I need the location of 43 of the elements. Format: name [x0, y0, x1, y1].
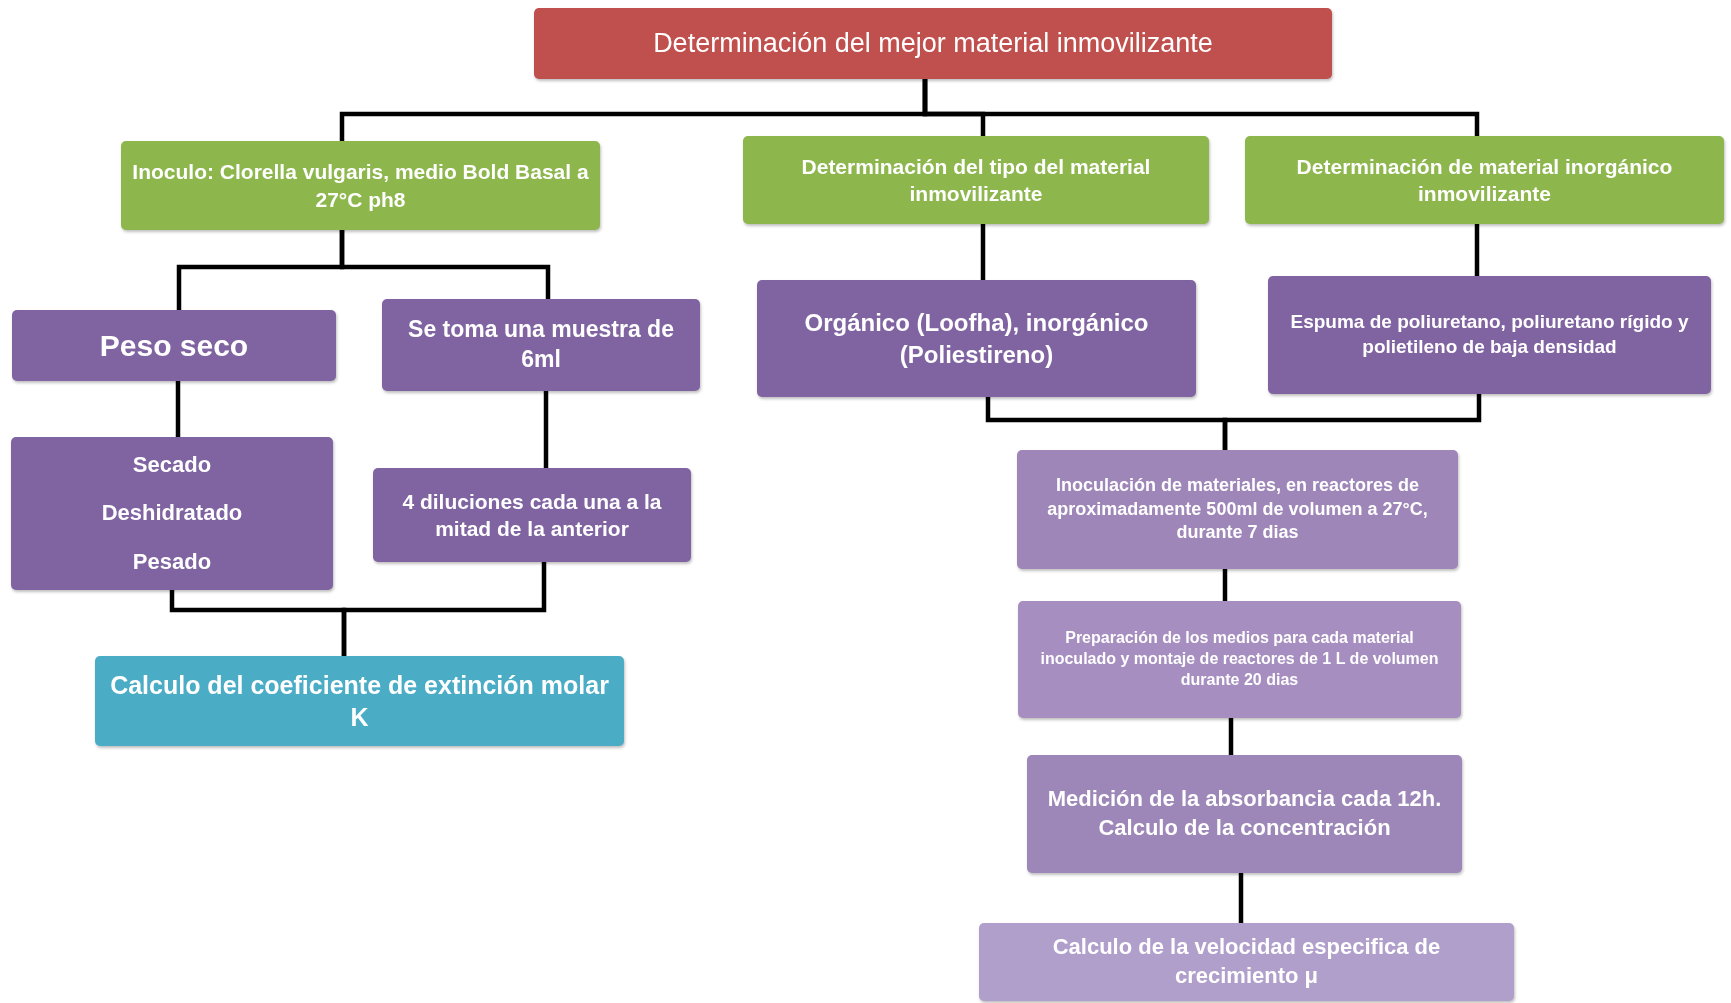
box-text: Calculo de la velocidad especifica de crecimiento μ: [1051, 933, 1442, 990]
connector-line: [341, 562, 547, 656]
process-box: [1017, 450, 1458, 569]
process-box: [11, 437, 333, 590]
box-text: Orgánico (Loofha), inorgánico (Poliestireno): [803, 308, 1150, 370]
box-text: Espuma de poliuretano, poliuretano rígido y polietileno de baja densidad: [1289, 310, 1690, 359]
box-text: Determinación de material inorgánico inmovilizante: [1295, 153, 1674, 207]
box-text: 4 diluciones cada una a la mitad de la anterior: [401, 488, 663, 542]
connector-line: [1474, 224, 1480, 276]
box-text: Inoculación de materiales, en reactores de aproximadamente 500ml de volumen a 27°C, durante 7 dias: [1046, 474, 1429, 545]
process-box: [121, 141, 600, 230]
process-box: [373, 468, 691, 562]
process-box: [12, 310, 336, 381]
process-box: [1027, 755, 1462, 873]
box-text: Deshidratado: [101, 499, 243, 528]
box-text: Secado: [132, 450, 212, 479]
connector-line: [175, 381, 181, 437]
box-text: Inoculo: Clorella vulgaris, medio Bold Basal a 27°C ph8: [131, 159, 590, 213]
process-box: [534, 8, 1332, 79]
process-box: [1245, 136, 1724, 224]
connector-line: [1238, 873, 1244, 923]
process-box: [95, 656, 624, 746]
process-box: [757, 280, 1196, 397]
process-box: [1268, 276, 1711, 394]
connector-line: [339, 230, 551, 299]
connector-line: [1228, 718, 1234, 755]
connector-line: [543, 391, 549, 468]
box-text: Preparación de los medios para cada material inoculado y montaje de reactores de 1 L de volumen durante 20 dias: [1039, 628, 1440, 690]
process-box: [979, 923, 1514, 1001]
box-text: Calculo del coeficiente de extinción molar K: [109, 669, 610, 733]
box-text: Determinación del tipo del material inmovilizante: [800, 153, 1152, 207]
process-box: [743, 136, 1209, 224]
connector-line: [922, 79, 1480, 136]
box-text: Determinación del mejor material inmovilizante: [653, 26, 1213, 60]
connector-line: [1222, 569, 1228, 601]
process-box: [382, 299, 700, 391]
connector-line: [980, 224, 986, 280]
box-text: Pesado: [132, 547, 212, 576]
box-text: Se toma una muestra de 6ml: [407, 315, 675, 374]
box-text: Medición de la absorbancia cada 12h. Calculo de la concentración: [1046, 785, 1443, 842]
box-text: Peso seco: [99, 328, 249, 364]
process-box: [1018, 601, 1461, 718]
connector-line: [1222, 394, 1482, 450]
